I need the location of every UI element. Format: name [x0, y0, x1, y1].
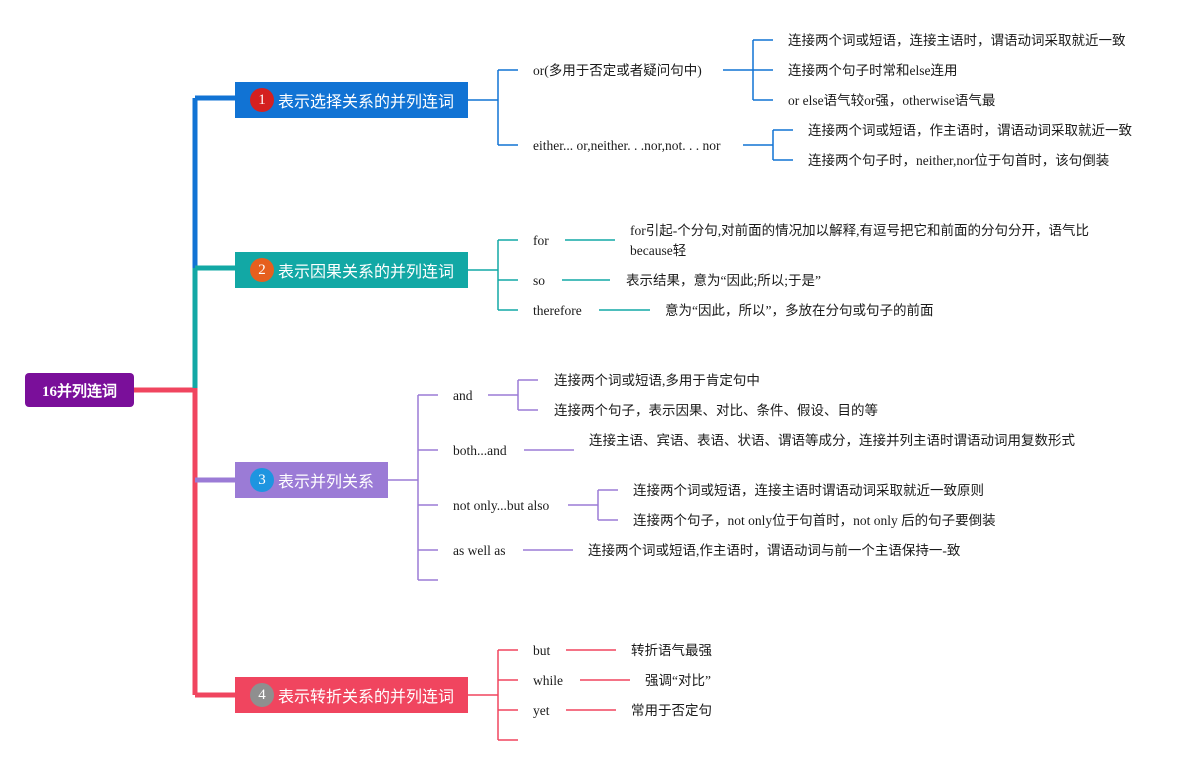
item-so[interactable]: so: [533, 273, 546, 288]
detail-therefore-1[interactable]: 意为“因此，所以”，多放在分句或句子的前面: [665, 303, 934, 318]
detail-not-only-2[interactable]: 连接两个句子，not only位于句首时，not only 后的句子要倒装: [633, 513, 996, 528]
category-1[interactable]: 1 表示选择关系的并列连词: [235, 82, 468, 118]
item-as-well-as[interactable]: as well as: [453, 543, 506, 558]
number-badge-1: 1: [250, 88, 274, 112]
category-1-label: 表示选择关系的并列连词: [278, 94, 455, 111]
item-both-and[interactable]: both...and: [453, 443, 507, 458]
detail-while-1[interactable]: 强调“对比”: [645, 673, 711, 688]
number-badge-3: 3: [250, 468, 274, 492]
item-not-only[interactable]: not only...but also: [453, 498, 550, 513]
number-badge-2: 2: [250, 258, 274, 282]
detail-not-only-1[interactable]: 连接两个词或短语，连接主语时谓语动词采取就近一致原则: [633, 483, 984, 498]
category-2-label: 表示因果关系的并列连词: [278, 264, 455, 281]
detail-but-1[interactable]: 转折语气最强: [631, 643, 712, 658]
item-therefore[interactable]: therefore: [533, 303, 582, 318]
detail-as-well-as-1[interactable]: 连接两个词或短语,作主语时，谓语动词与前一个主语保持一-致: [588, 543, 961, 558]
category-4-label: 表示转折关系的并列连词: [278, 689, 455, 706]
detail-or-1[interactable]: 连接两个词或短语，连接主语时，谓语动词采取就近一致: [788, 33, 1126, 48]
item-either-or[interactable]: either... or,neither. . .nor,not. . . no…: [533, 138, 721, 153]
detail-so-1[interactable]: 表示结果，意为“因此;所以;于是”: [626, 273, 821, 288]
detail-either-1[interactable]: 连接两个词或短语，作主语时，谓语动词采取就近一致: [808, 123, 1132, 138]
item-and[interactable]: and: [453, 388, 473, 403]
item-but[interactable]: but: [533, 643, 551, 658]
item-yet[interactable]: yet: [533, 703, 550, 718]
category-2[interactable]: 2 表示因果关系的并列连词: [235, 252, 468, 288]
detail-and-1[interactable]: 连接两个词或短语,多用于肯定句中: [554, 373, 760, 388]
detail-for-1[interactable]: for引起-个分句,对前面的情况加以解释,有逗号把它和前面的分句分开，语气比be…: [630, 223, 1089, 258]
item-for[interactable]: for: [533, 233, 549, 248]
detail-both-and-1[interactable]: 连接主语、宾语、表语、状语、谓语等成分，连接并列主语时谓语动词用复数形式: [589, 433, 1075, 448]
detail-or-3[interactable]: or else语气较or强，otherwise语气最: [788, 93, 996, 108]
root-topic-label: 16并列连词: [41, 383, 117, 400]
category-3[interactable]: 3 表示并列关系: [235, 462, 388, 498]
detail-or-2[interactable]: 连接两个句子时常和else连用: [788, 63, 958, 78]
category-3-label: 表示并列关系: [278, 474, 375, 491]
number-badge-4: 4: [250, 683, 274, 707]
detail-yet-1[interactable]: 常用于否定句: [631, 703, 712, 718]
category-4[interactable]: 4 表示转折关系的并列连词: [235, 677, 468, 713]
detail-and-2[interactable]: 连接两个句子，表示因果、对比、条件、假设、目的等: [554, 403, 878, 418]
item-while[interactable]: while: [533, 673, 563, 688]
root-topic[interactable]: 16并列连词: [25, 373, 134, 407]
detail-either-2[interactable]: 连接两个句子时，neither,nor位于句首时，该句倒装: [808, 153, 1110, 168]
item-or[interactable]: or(多用于否定或者疑问句中): [533, 63, 702, 78]
